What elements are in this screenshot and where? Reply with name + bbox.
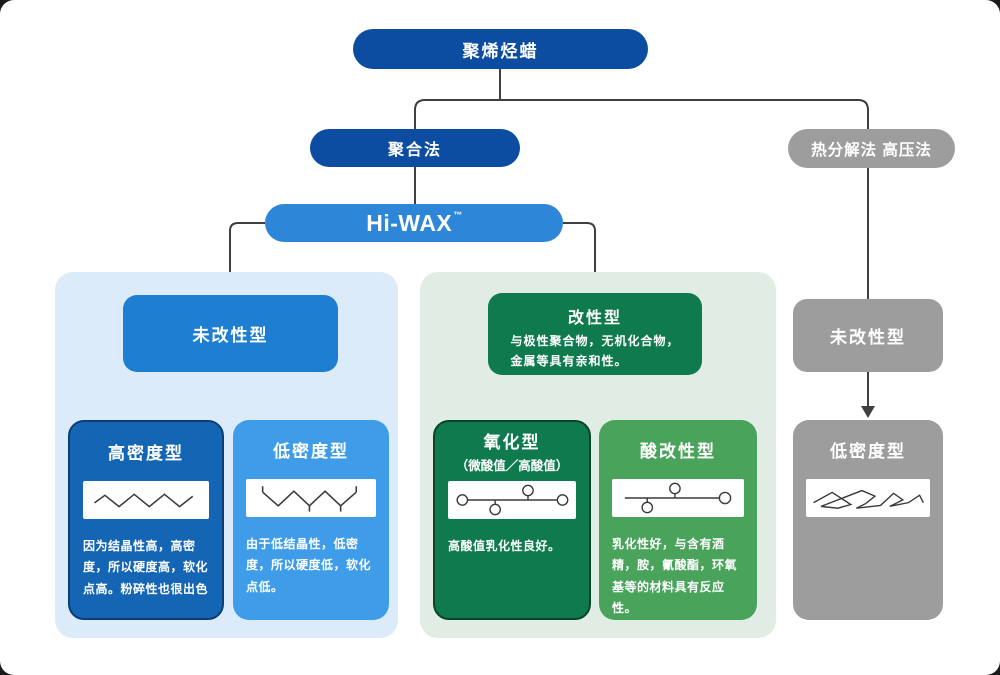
card-acid-modified-type: 酸改性型 乳化性好，与含有酒精，胺，氰酸酯，环氧基等的材料具有反应性。 [599,420,757,620]
unmodified-type-node-blue: 未改性型 [123,295,338,372]
hiwax-brand-label: Hi-WAX [366,209,453,236]
card-title-sub: （微酸值／高酸值） [455,459,569,473]
card-title: 酸改性型 [640,441,716,461]
modified-type-node: 改性型 与极性聚合物，无机化合物， 金属等具有亲和性。 [488,293,702,375]
card-title: 低密度型 [830,441,906,461]
root-node-polyolefin-wax: 聚烯烃蜡 [353,29,648,69]
card-title: 高密度型 [108,443,184,463]
unmodified-type-label: 未改性型 [830,328,906,347]
branched-chain-icon [246,479,376,517]
thermal-decomposition-method-node: 热分解法 高压法 [788,129,955,168]
tangled-chain-icon [806,479,930,517]
modified-type-label: 改性型 [567,310,622,327]
card-oxidized-type: 氧化型 （微酸值／高酸值） 高酸值乳化性良好。 [433,420,591,620]
card-description: 乳化性好，与含有酒精，胺，氰酸酯，环氧基等的材料具有反应性。 [612,537,738,616]
acid-modified-chain-icon [612,479,744,517]
card-description: 高酸值乳化性良好。 [448,539,561,553]
polymerization-method-node: 聚合法 [310,129,520,167]
card-low-density-type-gray: 低密度型 [793,420,943,620]
trademark-symbol: ™ [453,210,463,220]
root-node-label: 聚烯烃蜡 [462,41,539,61]
card-title: 低密度型 [273,441,349,461]
unmodified-type-label: 未改性型 [192,326,269,345]
straight-chain-icon [83,481,209,519]
card-high-density-type: 高密度型 因为结晶性高，高密度，所以硬度高，软化点高。粉碎性也很出色 [68,420,224,620]
polymerization-method-label: 聚合法 [387,142,442,159]
unmodified-type-node-gray: 未改性型 [793,299,943,372]
card-description: 由于低结晶性，低密度，所以硬度低，软化点低。 [246,537,372,594]
oxidized-chain-icon [448,481,576,519]
card-title: 氧化型 （微酸值／高酸值） [435,422,589,480]
thermal-method-label: 热分解法 高压法 [811,141,932,159]
modified-type-description: 与极性聚合物，无机化合物， 金属等具有亲和性。 [510,334,680,369]
card-description: 因为结晶性高，高密度，所以硬度高，软化点高。粉碎性也很出色 [83,539,209,596]
card-title-main: 氧化型 [483,433,541,452]
card-low-density-type: 低密度型 由于低结晶性，低密度，所以硬度低，软化点低。 [233,420,389,620]
